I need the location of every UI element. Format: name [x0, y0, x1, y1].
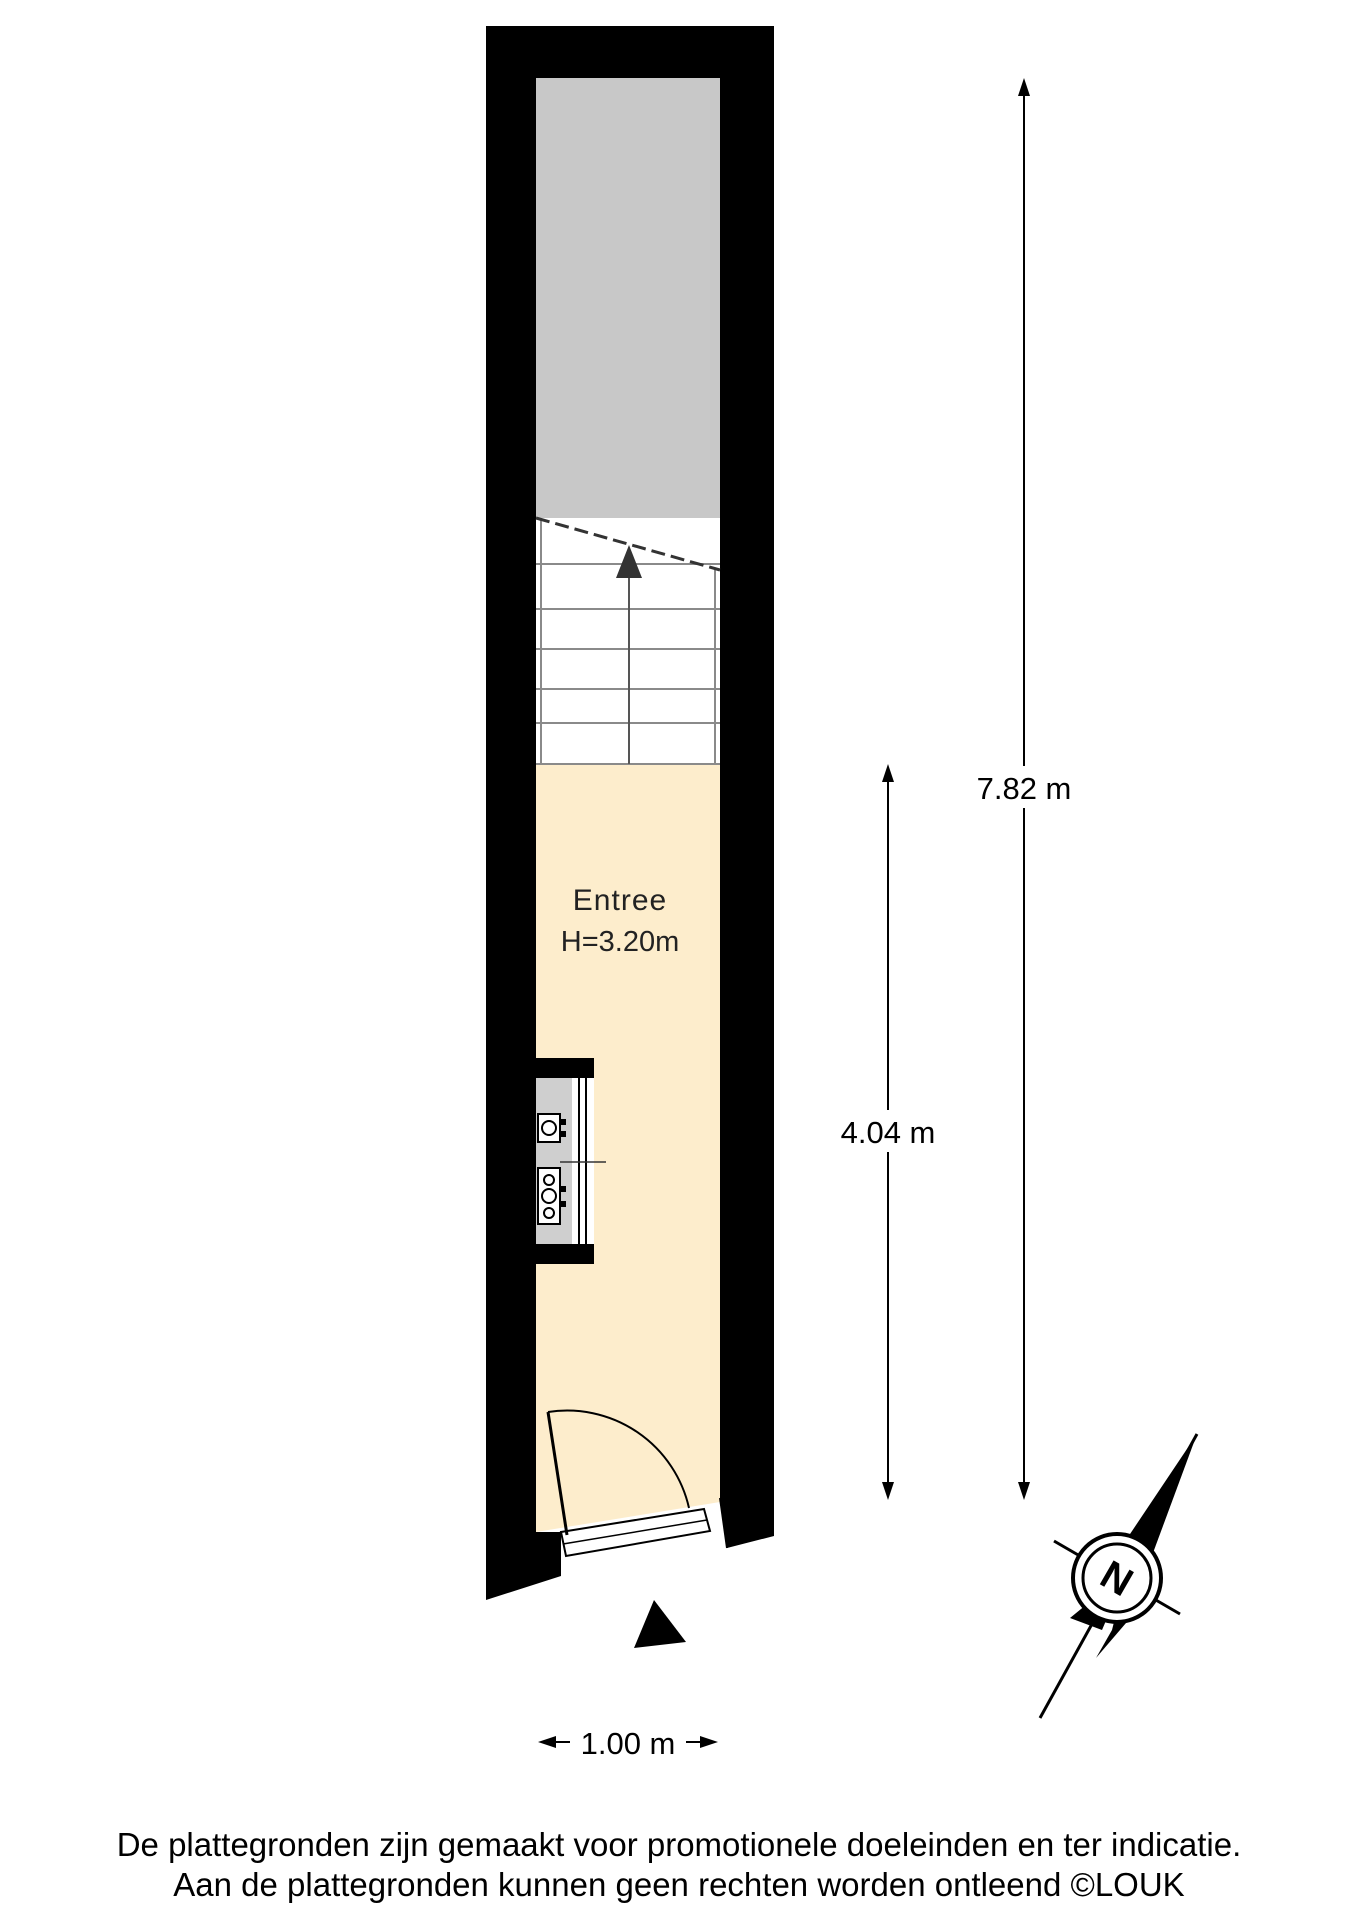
- dimension-label-room: 4.04 m: [841, 1115, 936, 1150]
- entrance-arrow-icon: [634, 1600, 686, 1648]
- disclaimer-line-2: Aan de plattegronden kunnen geen rechten…: [173, 1866, 1185, 1903]
- compass-rose: N: [1038, 1433, 1199, 1719]
- unknown-area: [536, 78, 720, 518]
- stair-break-line: [535, 516, 721, 572]
- electric-meter-icon: [537, 1167, 566, 1225]
- wall-top: [486, 26, 774, 78]
- wall-right: [720, 26, 774, 1548]
- wall-left: [486, 26, 561, 1600]
- room-height: H=3.20m: [561, 926, 679, 958]
- dimension-label-width: 1.00 m: [581, 1726, 676, 1761]
- gas-meter-icon: [537, 1113, 566, 1143]
- room-name: Entree: [573, 884, 667, 917]
- dimension-label-total: 7.82 m: [977, 771, 1072, 806]
- entrance-door: [546, 1409, 728, 1558]
- meter-cupboard: [536, 1058, 606, 1264]
- stair-direction-arrow: [616, 545, 642, 578]
- dimension-line-width: [538, 1736, 718, 1748]
- disclaimer-line-1: De plattegronden zijn gemaakt voor promo…: [116, 1826, 1242, 1863]
- room-floor: [536, 764, 720, 1532]
